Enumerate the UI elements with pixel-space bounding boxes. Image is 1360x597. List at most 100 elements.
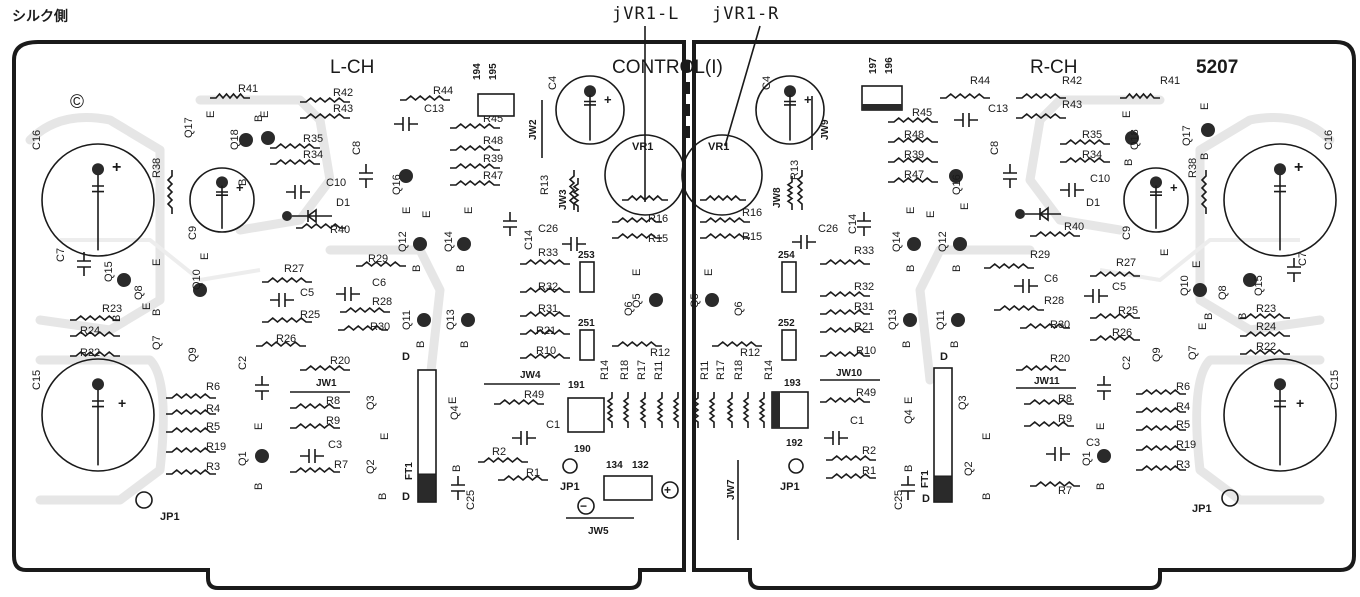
right-label-c5: C5: [1112, 281, 1126, 293]
right-q16-pad: [949, 169, 963, 183]
left-c15-pad: [92, 378, 104, 391]
right-label-r34: R34: [1082, 149, 1102, 161]
right-b-mark-1: B: [1199, 153, 1211, 160]
left-q17-pad: [261, 131, 275, 145]
right-rv0-symbol: [692, 392, 700, 428]
left-b-mark-10: B: [451, 465, 463, 472]
left-label-q10: Q10: [191, 269, 203, 290]
left-r30-symbol: [338, 324, 388, 332]
left-label-r15: R15: [648, 233, 668, 245]
left-e-mark-5: E: [151, 259, 163, 266]
left-label-c15: C15: [31, 370, 43, 390]
right-label-c25: C25: [893, 490, 905, 510]
right-q10-pad: [1193, 283, 1207, 297]
left-label-c13: C13: [424, 103, 444, 115]
left-rv2-symbol: [639, 392, 647, 428]
right-c3-symbol: [1046, 447, 1070, 461]
callout-vr1-right: jVR1-R: [712, 4, 780, 24]
left-q11-pad: [417, 313, 431, 327]
left-r7-symbol: [290, 466, 340, 474]
left-plus-c4: +: [604, 92, 612, 107]
right-d-mark-bottom: D: [922, 493, 930, 505]
left-label-r2: R2: [492, 446, 506, 458]
left-label-191: 191: [568, 380, 585, 391]
left-r26-symbol: [256, 340, 306, 348]
right-label-r23: R23: [1256, 303, 1276, 315]
right-r22-symbol: [1240, 348, 1290, 356]
left-r19-symbol: [166, 446, 216, 454]
left-label-r6: R6: [206, 381, 220, 393]
left-label-jp1: JP1: [160, 511, 180, 523]
right-label-r28: R28: [1044, 295, 1064, 307]
left-label-253: 253: [578, 250, 595, 261]
right-c4-pad: [784, 85, 796, 98]
left-plus-terminal: [661, 481, 679, 499]
left-conn-251: [579, 329, 595, 361]
right-vr1-outline: [681, 134, 763, 216]
left-label-r32: R32: [538, 281, 558, 293]
left-label-r10: R10: [536, 345, 556, 357]
right-label-254: 254: [778, 250, 795, 261]
left-label-r8: R8: [326, 395, 340, 407]
left-e-mark-10: E: [447, 397, 459, 404]
right-r8-symbol: [1024, 398, 1074, 406]
right-q18-pad: [1125, 131, 1139, 145]
board-center-title: CONTROL(I): [612, 57, 723, 78]
right-b-mark-10: B: [903, 465, 915, 472]
right-label-r6: R6: [1176, 381, 1190, 393]
left-label-r17: R17: [636, 360, 648, 380]
left-ft1-dark: [417, 473, 437, 503]
left-r1-symbol: [498, 474, 548, 482]
right-r47-symbol: [888, 176, 938, 184]
right-label-jw9: JW9: [820, 119, 831, 140]
left-c15-outline: [41, 358, 155, 472]
right-label-r30: R30: [1050, 319, 1070, 331]
left-rv0-symbol: [606, 392, 614, 428]
right-e-mark-2: E: [959, 203, 971, 210]
right-conn-254: [781, 261, 797, 293]
right-b-mark-6: B: [1203, 313, 1215, 320]
left-label-190: 190: [574, 444, 591, 455]
left-r21-symbol: [520, 328, 570, 336]
right-label-c7: C7: [1297, 252, 1309, 266]
left-label-d1: D1: [336, 197, 350, 209]
right-r7-symbol: [1030, 480, 1080, 488]
left-c4-pad: [584, 85, 596, 98]
right-r34-symbol: [1060, 156, 1110, 164]
left-label-195: 195: [488, 63, 499, 80]
right-label-r25: R25: [1118, 305, 1138, 317]
right-label-252: 252: [778, 318, 795, 329]
left-conn-191: [567, 397, 605, 433]
left-c25-symbol: [451, 476, 465, 500]
right-q14-pad: [907, 237, 921, 251]
right-label-jw8: JW8: [772, 187, 783, 208]
right-r27-symbol: [1090, 270, 1140, 278]
right-label-r15: R15: [742, 231, 762, 243]
right-label-q4: Q4: [903, 409, 915, 424]
right-r5-symbol: [1136, 424, 1186, 432]
right-label-r21: R21: [854, 321, 874, 333]
right-q15-pad: [1243, 273, 1257, 287]
right-r20-symbol: [1016, 364, 1066, 372]
left-q10-pad: [193, 283, 207, 297]
right-r39-symbol: [888, 156, 938, 164]
right-r44-symbol: [940, 92, 990, 100]
right-label-r13: R13: [789, 160, 801, 180]
left-q14-pad: [457, 237, 471, 251]
left-q13-pad: [461, 313, 475, 327]
left-c1-symbol: [512, 431, 536, 445]
right-c8-symbol: [1003, 164, 1017, 188]
right-conn-193-bar: [772, 392, 780, 428]
right-b-mark-4: B: [901, 341, 913, 348]
right-c26-symbol: [792, 235, 816, 249]
left-label-q1: Q1: [237, 451, 249, 466]
right-r21-symbol: [820, 326, 870, 334]
right-ft1-dark: [933, 475, 953, 503]
left-label-r1: R1: [526, 467, 540, 479]
left-r16-symbol: [612, 216, 662, 224]
right-label-r4: R4: [1176, 401, 1190, 413]
right-conn-252: [781, 329, 797, 361]
left-rv4-symbol: [672, 392, 680, 428]
left-b-mark-4: B: [415, 341, 427, 348]
